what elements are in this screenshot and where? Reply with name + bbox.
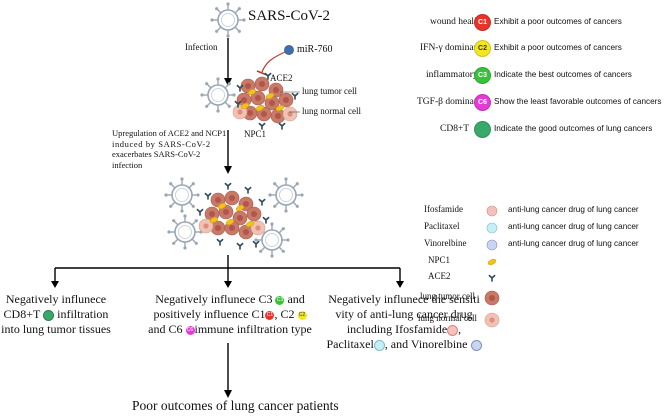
legend-cd8t: CD8+T Indicate the good outcomes of lung…	[410, 121, 665, 139]
normal-cell-label: lung normal cell	[302, 106, 361, 116]
mirna-label: miR-760	[297, 44, 333, 55]
effect-cd8t: Negatively influnece CD8+T infiltration …	[0, 292, 112, 337]
upregulation-line2: induced by SARS-CoV-2	[112, 138, 211, 149]
effect-mid-line1: Negatively influnece C3 C3 and	[155, 292, 305, 306]
c1-badge-icon: C1	[265, 310, 275, 320]
legend-symbol-label: lung tumor cell	[420, 291, 475, 301]
legend-drug-desc: anti-lung cancer drug of lung cancer	[508, 222, 639, 231]
virus-title: SARS-CoV-2	[248, 8, 330, 24]
vinorelbine-icon	[486, 239, 498, 251]
upregulation-line1: Upregulation of ACE2 and NCP1	[112, 128, 227, 138]
legend-symbol-label: lung normal cell	[418, 313, 477, 323]
outcome-text: Poor outcomes of lung cancer patients	[132, 398, 339, 413]
virus-icon	[209, 1, 247, 39]
tumor-cell-label: lung tumor cell	[302, 86, 357, 96]
legend-drug-label: Vinorelbine	[424, 238, 467, 248]
legend-label: CD8+T	[440, 124, 470, 134]
effect-mid-line2: positively influence C1C1, C2 C2	[153, 307, 307, 321]
legend-symbol-label: ACE2	[428, 271, 451, 281]
legend-ifn-gamma: IFN-γ dominant C2 Exhibit a poor outcome…	[410, 40, 665, 58]
legend-drug-label: Ifosfamide	[424, 204, 463, 214]
vinorelbine-icon	[470, 339, 482, 351]
effect-drug-sensitivity: Negatively influnece the sensiti vity of…	[318, 292, 490, 352]
legend-desc: Indicate the good outcomes of lung cance…	[494, 124, 653, 133]
legend-desc: Indicate the best outcomes of cancers	[494, 70, 632, 79]
effect-right-line1: Negatively influnece the sensiti	[328, 292, 480, 306]
infection-label: Infection	[185, 42, 218, 52]
cd8t-badge-icon	[474, 121, 491, 138]
c6-badge-icon: C6	[474, 94, 491, 111]
c3-badge-icon: C3	[474, 67, 491, 84]
effect-left-line3: into lung tumor tissues	[1, 322, 111, 336]
upregulation-line3: exacerbates SARS-CoV-2 infection	[112, 149, 201, 170]
effect-mid-line3: and C6 C6immune infiltration type	[148, 322, 312, 336]
legend-desc: Show the least favorable outcomes of can…	[494, 97, 662, 106]
tumor-cluster-bottom	[196, 182, 270, 250]
c2-badge-icon: C2	[297, 310, 307, 320]
ifosfamide-icon	[447, 324, 459, 336]
effect-immune-types: Negatively influnece C3 C3 and positivel…	[140, 292, 320, 337]
effect-left-line2: CD8+T infiltration	[3, 307, 109, 321]
legend-drug-desc: anti-lung cancer drug of lung cancer	[508, 205, 639, 214]
legend-desc: Exhibit a poor outcomes of cancers	[494, 17, 622, 26]
virus-icon	[267, 176, 305, 214]
c1-badge-icon: C1	[474, 14, 491, 31]
effect-right-line2: vity of anti-lung cancer drug	[335, 307, 473, 321]
yellow-capsule-icon	[486, 257, 498, 267]
legend-drug-desc: anti-lung cancer drug of lung cancer	[508, 239, 639, 248]
cd8t-icon	[43, 309, 55, 321]
paclitaxel-icon	[373, 339, 385, 351]
legend-inflammatory: inflammatory C3 Indicate the best outcom…	[410, 67, 665, 85]
legend-label: wound healing	[430, 17, 487, 27]
virus-icon	[166, 213, 204, 251]
virus-icon	[199, 76, 237, 114]
ace2-receptor-icon	[488, 274, 496, 282]
mirna-icon	[284, 45, 294, 55]
c6-badge-icon: C6	[185, 325, 195, 335]
virus-icon	[163, 176, 201, 214]
effect-right-line4: Paclitaxel, and Vinorelbine	[318, 337, 490, 352]
legend-label: inflammatory	[426, 70, 478, 80]
c2-badge-icon: C2	[474, 40, 491, 57]
npc1-label: NPC1	[244, 129, 267, 139]
legend-label: TGF-β dominant	[417, 97, 482, 107]
effect-right-line3: including Ifosfamide,	[346, 322, 462, 336]
legend-icons	[484, 205, 500, 328]
legend-wound-healing: wound healing C1 Exhibit a poor outcomes…	[410, 14, 665, 32]
legend-tgf-beta: TGF-β dominant C6 Show the least favorab…	[410, 94, 665, 112]
paclitaxel-icon	[486, 222, 498, 234]
ace2-label: ACE2	[270, 73, 293, 83]
legend-label: IFN-γ dominant	[420, 43, 481, 53]
upregulation-text: Upregulation of ACE2 and NCP1 induced by…	[112, 128, 232, 170]
ifosfamide-icon	[486, 205, 498, 217]
legend-drug-label: Paclitaxel	[424, 221, 460, 231]
legend-desc: Exhibit a poor outcomes of cancers	[494, 43, 622, 52]
c3-badge-icon: C3	[275, 295, 285, 305]
effect-left-line1: Negatively influnece	[5, 292, 107, 306]
legend-symbol-label: NPC1	[428, 255, 451, 265]
